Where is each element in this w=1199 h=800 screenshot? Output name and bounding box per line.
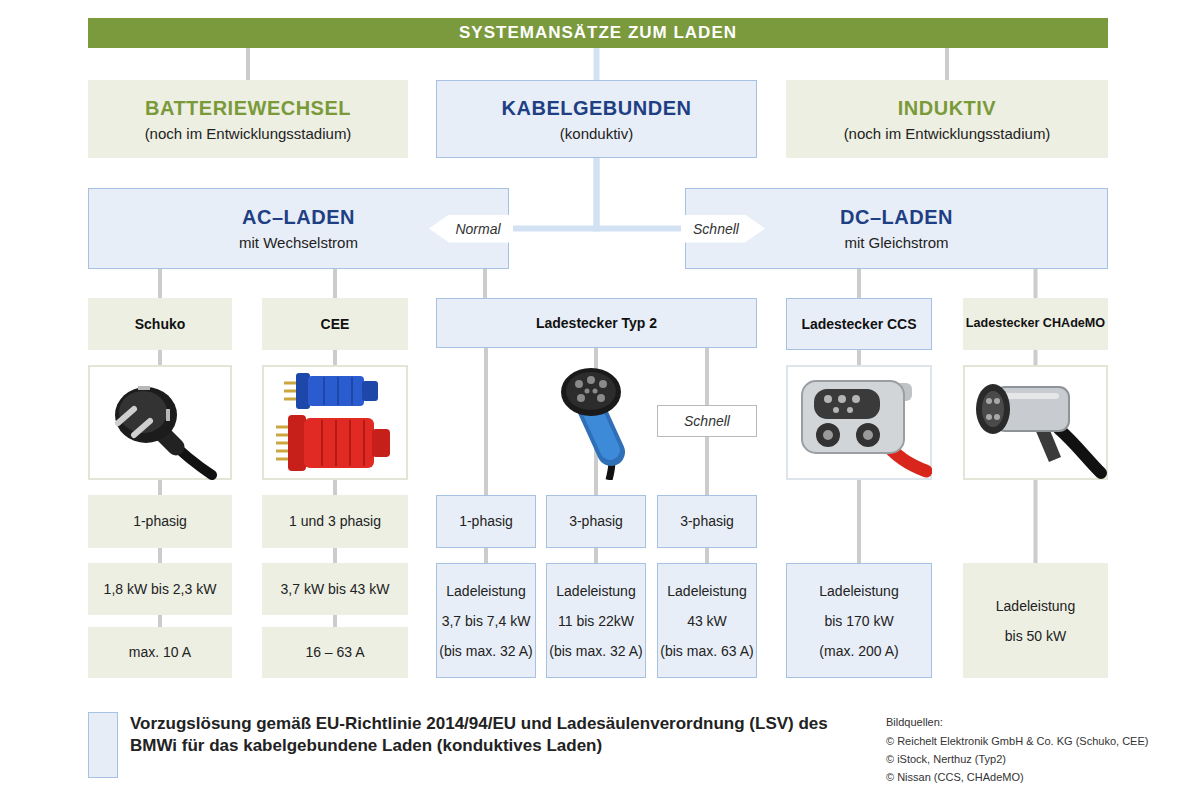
box-text: 1-phasig	[459, 513, 513, 530]
box-text: Ladeleistung	[996, 591, 1075, 621]
connector-line	[705, 548, 709, 563]
speed-tag: Schnell	[657, 405, 757, 437]
box-text: 11 bis 22kW	[558, 606, 634, 636]
box-text: 3,7 kW bis 43 kW	[281, 581, 390, 598]
power-box: Ladeleistung3,7 bis 7,4 kW(bis max. 32 A…	[436, 563, 536, 678]
box-text: 3-phasig	[680, 513, 734, 530]
box-text: KABELGEBUNDEN	[502, 96, 692, 120]
cee-plug-image	[262, 365, 408, 480]
power-box: 1,8 kW bis 2,3 kW	[88, 563, 232, 615]
power-box: Ladeleistung11 bis 22kW(bis max. 32 A)	[546, 563, 646, 678]
box-text: (noch im Entwicklungsstadium)	[844, 125, 1051, 143]
phase-box: 1-phasig	[436, 495, 536, 548]
box-text: mit Gleichstrom	[844, 234, 948, 252]
connector-line	[483, 269, 487, 298]
source-note: Bildquellen:	[886, 716, 943, 729]
phase-box: 1 und 3 phasig	[262, 495, 408, 548]
connector-line	[597, 158, 686, 229]
box-text: Ladeleistung	[446, 576, 525, 606]
box-text: Ladeleistung	[819, 576, 898, 606]
connector-line	[484, 348, 488, 495]
connector-line	[333, 615, 337, 627]
power-box: 3,7 kW bis 43 kW	[262, 563, 408, 615]
plug-box: Ladestecker CHAdeMO	[963, 298, 1108, 350]
box-text: Schnell	[684, 413, 730, 430]
plug-box: Ladestecker CCS	[786, 298, 932, 350]
box-text: (noch im Entwicklungsstadium)	[145, 125, 352, 143]
connector-line	[705, 437, 709, 495]
schuko-plug-image	[88, 365, 232, 480]
current-box: max. 10 A	[88, 627, 232, 678]
box-text: (bis max. 63 A)	[660, 636, 753, 666]
plug-box: Ladestecker Typ 2	[436, 298, 757, 348]
connector-line	[594, 548, 598, 563]
connector-line	[857, 269, 861, 298]
box-text: max. 10 A	[129, 644, 191, 661]
box-text: Ladestecker CHAdeMO	[966, 316, 1105, 331]
chademo-plug-image	[963, 365, 1108, 480]
power-box: Ladeleistungbis 170 kW(max. 200 A)	[786, 563, 932, 678]
connector-line	[594, 48, 600, 80]
current-box: 16 – 63 A	[262, 627, 408, 678]
box-text: Ladeleistung	[556, 576, 635, 606]
plug-box: CEE	[262, 298, 408, 350]
box-text: CEE	[321, 316, 350, 333]
connector-line	[158, 615, 162, 627]
connector-line	[333, 548, 337, 563]
connector-line	[945, 48, 949, 80]
box-text: 3-phasig	[569, 513, 623, 530]
connector-line	[705, 348, 709, 405]
box-text: (bis max. 32 A)	[439, 636, 532, 666]
box-text: (konduktiv)	[560, 125, 633, 143]
box-text: 1-phasig	[133, 513, 187, 530]
legend-text: Vorzugslösung gemäß EU-Richtlinie 2014/9…	[130, 713, 870, 757]
box-text: BATTERIEWECHSEL	[145, 96, 351, 120]
source-note: © Nissan (CCS, CHAdeMO)	[886, 771, 1024, 784]
plug-box: Schuko	[88, 298, 232, 350]
phase-box: 3-phasig	[546, 495, 646, 548]
phase-box: 1-phasig	[88, 495, 232, 548]
box-text: 43 kW	[687, 606, 727, 636]
ccs-plug-image	[786, 365, 932, 480]
box-text: bis 170 kW	[824, 606, 893, 636]
category-box: KABELGEBUNDEN (konduktiv)	[436, 80, 757, 158]
power-box: Ladeleistung43 kW(bis max. 63 A)	[657, 563, 757, 678]
phase-box: 3-phasig	[657, 495, 757, 548]
connector-line	[509, 158, 597, 229]
connector-line	[158, 548, 162, 563]
legend-swatch	[88, 712, 118, 778]
box-text: (bis max. 32 A)	[549, 636, 642, 666]
box-text: Schuko	[135, 316, 186, 333]
title-band: SYSTEMANSÄTZE ZUM LADEN	[88, 18, 1108, 48]
category-box: INDUKTIV (noch im Entwicklungsstadium)	[786, 80, 1108, 158]
type2-plug-image	[547, 362, 647, 480]
connector-line	[1034, 269, 1038, 298]
box-text: Ladeleistung	[667, 576, 746, 606]
power-box: Ladeleistungbis 50 kW	[963, 563, 1108, 678]
box-text: mit Wechselstrom	[239, 234, 358, 252]
box-text: INDUKTIV	[898, 96, 996, 120]
connector-line	[246, 48, 250, 80]
box-text: DC–LADEN	[840, 205, 953, 229]
box-text: (max. 200 A)	[819, 636, 898, 666]
source-note: © Reichelt Elektronik GmbH & Co. KG (Sch…	[886, 735, 1148, 748]
box-text: SYSTEMANSÄTZE ZUM LADEN	[459, 23, 737, 43]
box-text: 1 und 3 phasig	[289, 513, 381, 530]
box-text: 1,8 kW bis 2,3 kW	[104, 581, 217, 598]
category-box: BATTERIEWECHSEL (noch im Entwicklungsstad…	[88, 80, 408, 158]
connector-line	[333, 269, 337, 298]
source-note: © iStock, Nerthuz (Typ2)	[886, 753, 1006, 766]
box-text: bis 50 kW	[1005, 621, 1066, 651]
box-text: Ladestecker CCS	[801, 316, 916, 333]
box-text: Ladestecker Typ 2	[536, 315, 657, 332]
box-text: 16 – 63 A	[305, 644, 364, 661]
connector-line	[158, 269, 162, 298]
box-text: 3,7 bis 7,4 kW	[442, 606, 531, 636]
connector-line	[484, 548, 488, 563]
box-text: AC–LADEN	[242, 205, 355, 229]
